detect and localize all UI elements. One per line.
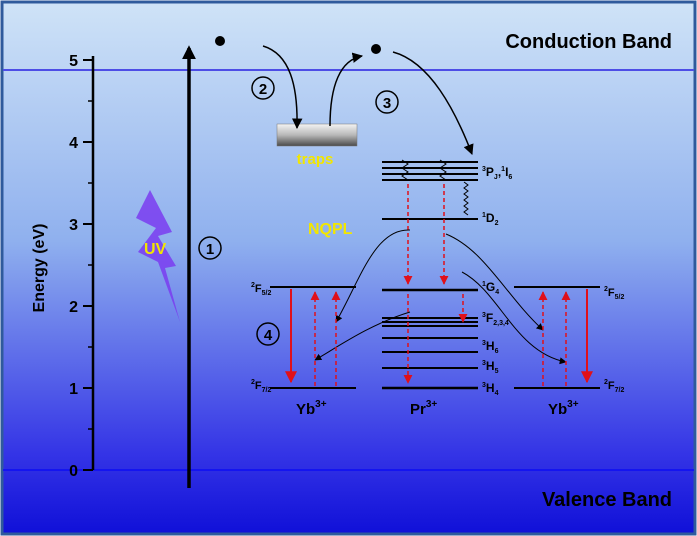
yb-left-ion-label: Yb3+ <box>296 399 327 418</box>
wiggle-relaxation <box>439 159 447 181</box>
traps-box <box>276 123 358 147</box>
transfer-arrow-left-lower <box>314 311 411 361</box>
valence-band-label: Valence Band <box>542 489 672 511</box>
uv-lightning-icon <box>136 190 180 322</box>
pr-ion-label: Pr3+ <box>410 399 437 418</box>
axis-tick-label: 1 <box>69 381 78 398</box>
label-yb-right-2f72: 2F7/2 <box>604 379 624 394</box>
transfer-arrow-right-upper <box>445 233 544 331</box>
label-1d2: 1D2 <box>482 211 499 227</box>
label-3h6: 3H6 <box>482 339 499 355</box>
step-1-label: 1 <box>206 241 214 258</box>
label-3f234: 3F2,3,4 <box>482 311 509 327</box>
yb-right-ion-label: Yb3+ <box>548 399 579 418</box>
label-yb-right-2f52: 2F5/2 <box>604 286 624 301</box>
wiggle-relaxation <box>463 181 469 216</box>
nqpl-label: NQPL <box>308 221 353 238</box>
conduction-band-label: Conduction Band <box>505 31 672 53</box>
traps-label: traps <box>297 151 334 168</box>
step-2-label: 2 <box>259 81 267 98</box>
electron-dot <box>371 44 381 54</box>
axis-tick-label: 0 <box>69 463 78 480</box>
step-1-marker: 1 <box>198 236 222 260</box>
step-4-label: 4 <box>264 327 273 344</box>
label-3pj-1i6: 3PJ,1I6 <box>482 165 512 181</box>
wiggle-relaxation <box>401 159 409 181</box>
axis-tick-label: 4 <box>69 135 78 152</box>
label-yb-left-2f72: 2F7/2 <box>251 379 271 394</box>
transfer-arrow-left-upper <box>335 229 411 323</box>
axis-tick-label: 3 <box>69 217 78 234</box>
label-1g4: 1G4 <box>482 280 499 296</box>
step-4-marker: 4 <box>256 322 280 346</box>
uv-label: UV <box>144 241 167 258</box>
step-3-label: 3 <box>383 95 391 112</box>
axis-label: Energy (eV) <box>31 224 48 313</box>
axis-tick-label: 2 <box>69 299 78 316</box>
label-3h5: 3H5 <box>482 359 499 375</box>
transfer-arrow-right-lower <box>461 271 567 365</box>
axis-tick-label: 5 <box>69 53 78 70</box>
step-2-marker: 2 <box>251 76 275 100</box>
label-3h4: 3H4 <box>482 381 499 397</box>
label-yb-left-2f52: 2F5/2 <box>251 282 271 297</box>
capture-arrow <box>262 45 303 130</box>
release-arrow <box>329 52 364 127</box>
relaxation-arrow <box>392 51 474 155</box>
axis-ticks <box>83 59 93 471</box>
electron-dot <box>215 36 225 46</box>
step-3-marker: 3 <box>375 90 399 114</box>
